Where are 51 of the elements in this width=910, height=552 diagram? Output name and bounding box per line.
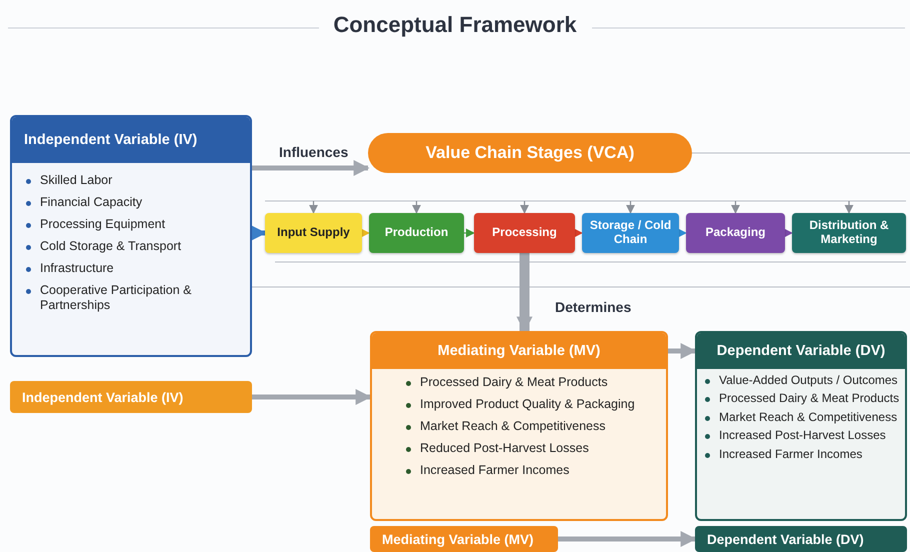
arrow bbox=[844, 201, 854, 214]
bullet-item: Skilled Labor bbox=[26, 173, 240, 188]
bullet-item: Financial Capacity bbox=[26, 195, 240, 210]
stage-box: Processing bbox=[474, 213, 575, 253]
bullet-item: Market Reach & Competitiveness bbox=[406, 419, 656, 434]
arrow bbox=[412, 201, 421, 214]
bullet-item: Increased Farmer Incomes bbox=[406, 463, 656, 478]
arrow bbox=[250, 225, 267, 241]
arrow bbox=[731, 201, 740, 214]
arrow bbox=[558, 531, 697, 547]
arrow bbox=[516, 253, 532, 333]
stage-box: Production bbox=[369, 213, 464, 253]
stage-box: Packaging bbox=[686, 213, 785, 253]
arrow bbox=[309, 201, 318, 214]
arrow bbox=[520, 201, 529, 214]
edge-label: Influences bbox=[277, 144, 350, 160]
arrow bbox=[252, 389, 372, 405]
bullet-item: Value-Added Outputs / Outcomes bbox=[705, 373, 901, 388]
bullet-item: Processed Dairy & Meat Products bbox=[705, 391, 901, 406]
arrow bbox=[626, 201, 635, 214]
variable-card bbox=[695, 331, 907, 521]
bullet-item: Increased Farmer Incomes bbox=[705, 446, 901, 461]
card-heading: Mediating Variable (MV) bbox=[438, 343, 600, 359]
stage-box: Distribution & Marketing bbox=[792, 213, 906, 253]
card-heading: Dependent Variable (DV) bbox=[716, 343, 886, 359]
variable-card bbox=[370, 331, 668, 521]
arrow bbox=[668, 343, 697, 359]
bullet-item: Reduced Post-Harvest Losses bbox=[406, 441, 656, 456]
bullet-item: Improved Product Quality & Packaging bbox=[406, 397, 656, 412]
stage-box: Input Supply bbox=[265, 213, 362, 253]
arrow bbox=[252, 160, 370, 176]
arrow bbox=[360, 228, 370, 238]
bullet-item: Market Reach & Competitiveness bbox=[705, 410, 901, 424]
arrow bbox=[678, 228, 687, 238]
variable-card bbox=[10, 115, 252, 357]
bullet-item: Processing Equipment bbox=[26, 217, 240, 232]
bullet-item: Processed Dairy & Meat Products bbox=[406, 375, 656, 390]
variable-bar: Mediating Variable (MV) bbox=[370, 526, 558, 552]
bullet-item: Cooperative Participation & Partnerships bbox=[26, 283, 240, 313]
card-heading: Independent Variable (IV) bbox=[24, 132, 198, 148]
bullet-item: Cold Storage & Transport bbox=[26, 239, 240, 254]
edge-label: Determines bbox=[553, 299, 634, 315]
arrow bbox=[464, 228, 475, 238]
variable-bar: Dependent Variable (DV) bbox=[695, 526, 907, 552]
stage-box: Storage / Cold Chain bbox=[582, 213, 679, 253]
arrow bbox=[784, 228, 793, 238]
bullet-item: Infrastructure bbox=[26, 261, 240, 276]
variable-bar: Independent Variable (IV) bbox=[10, 381, 252, 413]
stage-header-pill: Value Chain Stages (VCA) bbox=[368, 133, 692, 173]
bullet-item: Increased Post-Harvest Losses bbox=[705, 428, 901, 443]
arrow bbox=[574, 228, 583, 238]
